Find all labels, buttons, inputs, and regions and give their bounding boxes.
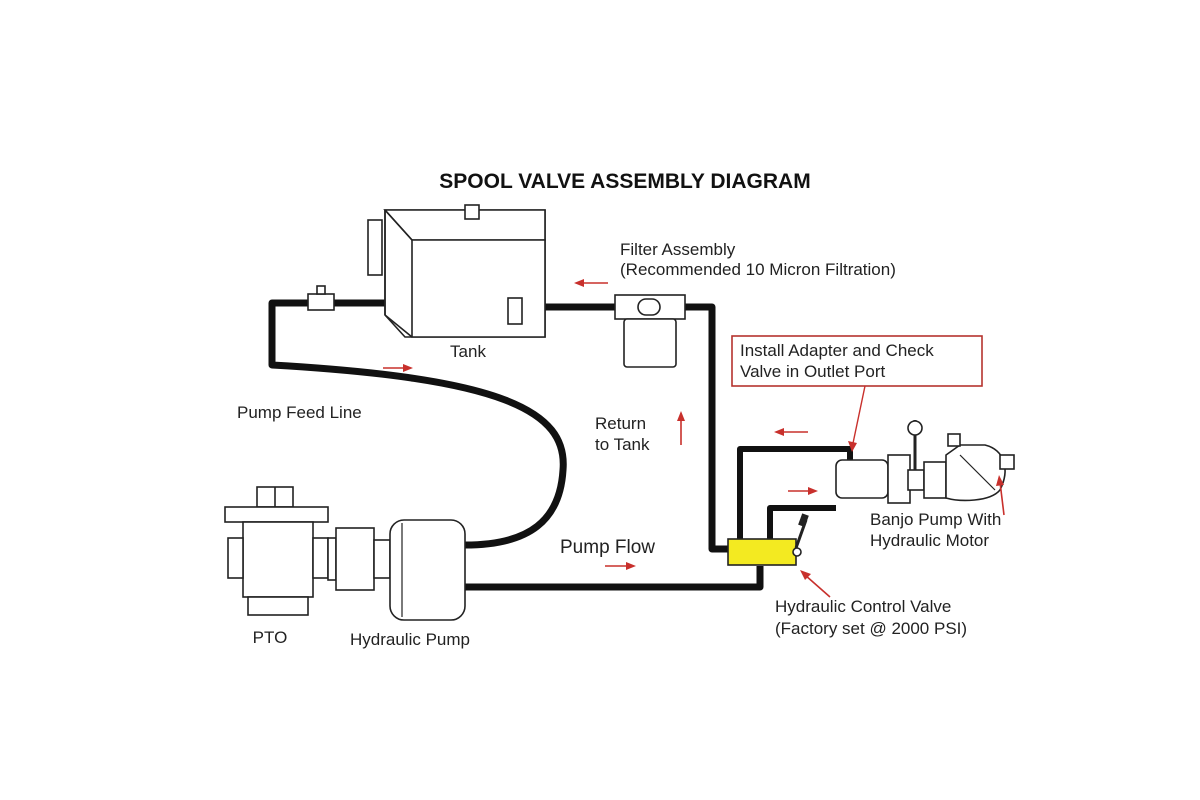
control-valve-label-2: (Factory set @ 2000 PSI)	[775, 619, 967, 638]
pto-plate	[224, 506, 329, 523]
banjo-valve	[907, 469, 925, 491]
hydraulic-motor	[835, 459, 889, 499]
valve-outlet-hose	[737, 446, 853, 539]
valve-inlet-hose	[767, 505, 836, 539]
filter-label-1: Filter Assembly	[620, 240, 736, 259]
pump-shaft	[373, 539, 391, 579]
tank-front	[411, 239, 546, 338]
hydraulic-pump-label: Hydraulic Pump	[350, 630, 470, 649]
hydraulic-pump	[327, 519, 466, 621]
banjo-pump-housing	[945, 444, 1006, 502]
return-to-tank-label-1: Return	[595, 414, 646, 433]
arrow-icon	[574, 279, 608, 287]
arrow-icon	[996, 475, 1005, 516]
pto-label: PTO	[253, 628, 288, 647]
pto-right-flange	[312, 537, 329, 579]
arrow-icon	[383, 364, 413, 372]
return-to-tank-label-2: to Tank	[595, 435, 650, 454]
pump-body	[389, 519, 466, 621]
arrow-icon	[774, 428, 808, 436]
pump-coupling-1	[327, 537, 337, 581]
control-valve-body	[727, 538, 797, 566]
tank-valve-knob	[316, 285, 326, 295]
callout-box	[731, 335, 983, 387]
banjo-pump-label-2: Hydraulic Motor	[870, 531, 989, 550]
arrow-icon	[605, 562, 636, 570]
pto	[224, 486, 329, 616]
callout-pointer	[851, 385, 866, 449]
banjo-coupling	[923, 461, 947, 499]
pump-feed-line-label: Pump Feed Line	[237, 403, 362, 422]
control-valve-label-1: Hydraulic Control Valve	[775, 597, 951, 616]
banjo-pump-label-1: Banjo Pump With	[870, 510, 1001, 529]
callout-line-2: Valve in Outlet Port	[740, 362, 885, 381]
return-hose-down	[685, 303, 728, 553]
pump-coupling-2	[335, 527, 375, 591]
tank-sight-glass	[367, 219, 383, 276]
tank	[307, 204, 546, 338]
pto-body	[242, 521, 314, 598]
tank-valve-fitting	[307, 293, 335, 311]
diagram-title: SPOOL VALVE ASSEMBLY DIAGRAM	[439, 170, 810, 193]
pump-feed-hose	[268, 299, 567, 549]
arrow-icon	[800, 570, 831, 598]
arrow-icon	[788, 487, 818, 495]
banjo-pump	[835, 420, 1015, 504]
arrow-icon	[677, 411, 685, 445]
motor-flange	[887, 454, 911, 504]
filter-canister	[623, 318, 677, 368]
banjo-lever-knob	[907, 420, 923, 436]
filter-assembly	[614, 294, 686, 368]
pto-base	[247, 596, 309, 616]
pump-flow-hose	[465, 566, 764, 591]
filter-label-2: (Recommended 10 Micron Filtration)	[620, 260, 896, 279]
callout-line-1: Install Adapter and Check	[740, 341, 934, 360]
filter-port	[637, 298, 661, 316]
tank-port	[507, 297, 523, 325]
banjo-outlet	[999, 454, 1015, 470]
pto-left-flange	[227, 537, 244, 579]
banjo-inlet	[947, 433, 961, 447]
tank-fill-cap	[464, 204, 480, 220]
hydraulic-control-valve	[727, 513, 809, 566]
tank-label: Tank	[450, 342, 486, 361]
pump-flow-label: Pump Flow	[560, 537, 655, 558]
